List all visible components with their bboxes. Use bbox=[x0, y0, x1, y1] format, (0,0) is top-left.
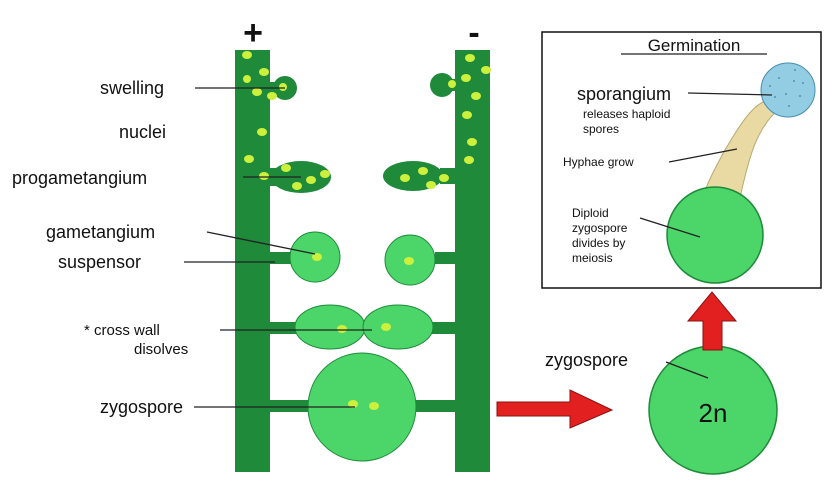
minus-strain-label: - bbox=[468, 14, 479, 52]
cross-wall-label-line1: * cross wall bbox=[84, 322, 160, 339]
zygospore-label-right: zygospore bbox=[545, 350, 628, 370]
red-arrow-up bbox=[686, 291, 738, 351]
diploid-label-line3: divides by bbox=[572, 236, 625, 250]
red-arrow-right bbox=[496, 389, 614, 429]
germination-title: Germination bbox=[648, 36, 741, 55]
plus-strain-label: + bbox=[243, 14, 263, 52]
gametangium-label: gametangium bbox=[46, 222, 155, 242]
right-minus-hypha bbox=[383, 50, 490, 472]
cells bbox=[289, 231, 436, 462]
hyphae-label: Hyphae grow bbox=[563, 155, 634, 169]
releases-label-line1: releases haploid bbox=[583, 107, 670, 121]
progametangium-label: progametangium bbox=[12, 168, 147, 188]
diploid-label-line4: meiosis bbox=[572, 251, 613, 265]
germination-box bbox=[541, 31, 822, 289]
zygospore-label-left: zygospore bbox=[100, 397, 183, 417]
releases-label-line2: spores bbox=[583, 122, 619, 136]
cross-wall-label-line2: disolves bbox=[134, 341, 188, 358]
swelling-label: swelling bbox=[100, 78, 164, 98]
diploid-label-line1: Diploid bbox=[572, 206, 609, 220]
suspensor-label: suspensor bbox=[58, 252, 141, 272]
ploidy-label: 2n bbox=[699, 398, 728, 428]
nuclei-label: nuclei bbox=[119, 122, 166, 142]
diploid-label-line2: zygospore bbox=[572, 221, 628, 235]
sporangium-label: sporangium bbox=[577, 84, 671, 104]
nuclei-dots bbox=[242, 51, 491, 410]
leader-lines bbox=[184, 87, 372, 408]
